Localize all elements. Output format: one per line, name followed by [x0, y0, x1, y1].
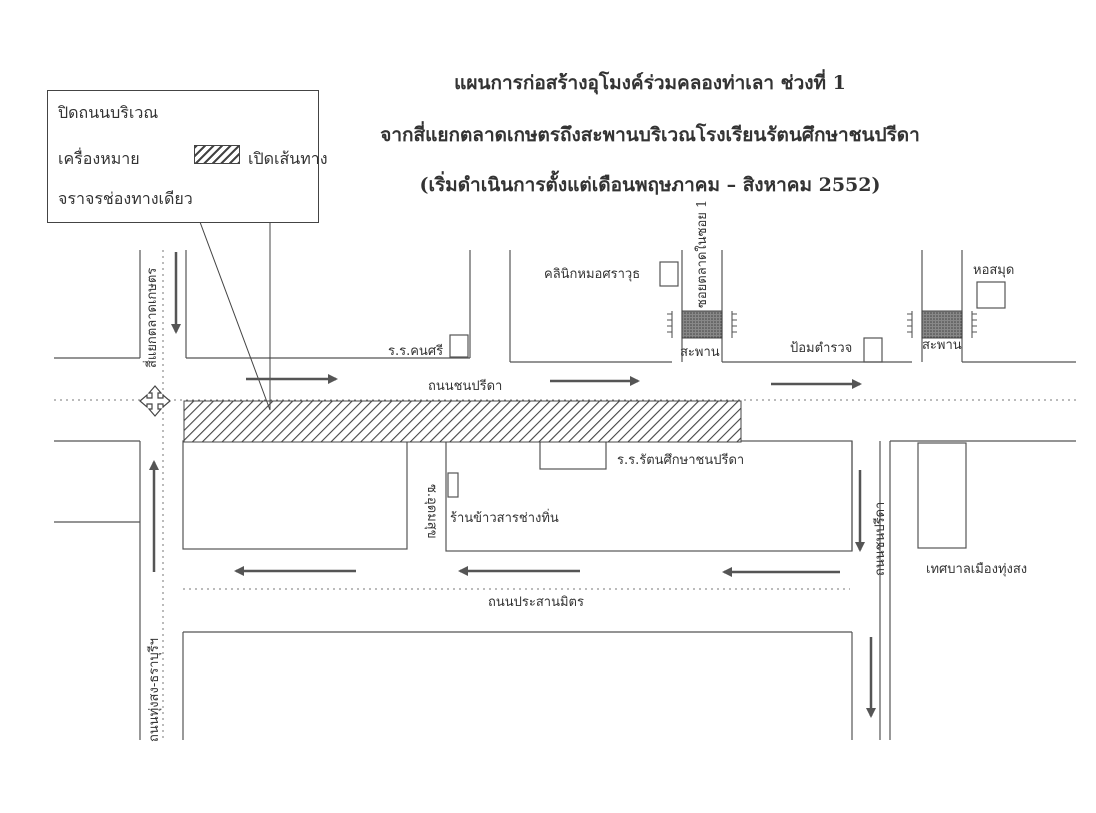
library-marker — [976, 281, 1006, 309]
label-bridge-1: สะพาน — [680, 345, 720, 360]
police-box — [863, 337, 883, 363]
bridge-2 — [907, 310, 977, 339]
legend-callout: ปิดถนนบริเวณ เครื่องหมาย เปิดเส้นทาง จรา… — [47, 90, 328, 223]
four-way-arrow-icon — [139, 385, 171, 417]
legend-line2-prefix: เครื่องหมาย — [58, 149, 140, 168]
label-road-thungsong: ถนนทุ่งสง-ธราบุรีฯ — [147, 638, 162, 742]
school-marker — [449, 334, 469, 358]
map-title-line1: แผนการก่อสร้างอุโมงค์ร่วมคลองท่าเลา ช่วง… — [454, 72, 846, 94]
label-soi-market: ซอยตลาดในซอย 1 — [695, 199, 710, 308]
map-title-line2: จากสี่แยกตลาดเกษตรถึงสะพานบริเวณโรงเรียน… — [380, 124, 920, 146]
label-soi-udomsuk: ซ.อุดมสุข — [424, 484, 439, 539]
closed-road-area — [183, 400, 742, 443]
label-road-chonpreeda: ถนนชนปรีดา — [428, 379, 503, 394]
label-road-chonpreeda-vertical: ถนนชนปรีดา — [873, 501, 888, 576]
bridge-1 — [667, 310, 737, 339]
label-bridge-2: สะพาน — [922, 338, 962, 353]
label-rice-shop: ร้านข้าวสารช่างทิ่น — [450, 511, 559, 526]
shop-marker — [447, 472, 459, 498]
map-title-line3: (เริ่มดำเนินการตั้งแต่เดือนพฤษภาคม – สิง… — [419, 174, 881, 196]
hatch-swatch-icon — [194, 145, 240, 164]
city-block — [182, 440, 408, 550]
label-school-khanasri: ร.ร.คนศรี — [388, 344, 444, 359]
label-school-rattana: ร.ร.รัตนศึกษาชนปรีดา — [617, 453, 745, 468]
school-building — [539, 440, 607, 470]
label-clinic: คลินิกหมอศราวุธ — [544, 267, 641, 282]
label-road-prasanmit: ถนนประสานมิตร — [488, 595, 584, 610]
label-police-box: ป้อมตำรวจ — [790, 341, 853, 356]
label-library: หอสมุด — [973, 263, 1015, 278]
municipality-building — [917, 442, 967, 549]
legend-line1: ปิดถนนบริเวณ — [58, 103, 159, 122]
legend-line3: จราจรช่องทางเดียว — [58, 189, 193, 208]
clinic-marker — [659, 261, 679, 287]
label-intersection: สี่แยกตลาดเกษตร — [145, 267, 160, 368]
legend-line2-suffix: เปิดเส้นทาง — [248, 149, 328, 168]
label-municipality: เทศบาลเมืองทุ่งสง — [926, 562, 1028, 577]
callout-pointer — [199, 221, 271, 411]
